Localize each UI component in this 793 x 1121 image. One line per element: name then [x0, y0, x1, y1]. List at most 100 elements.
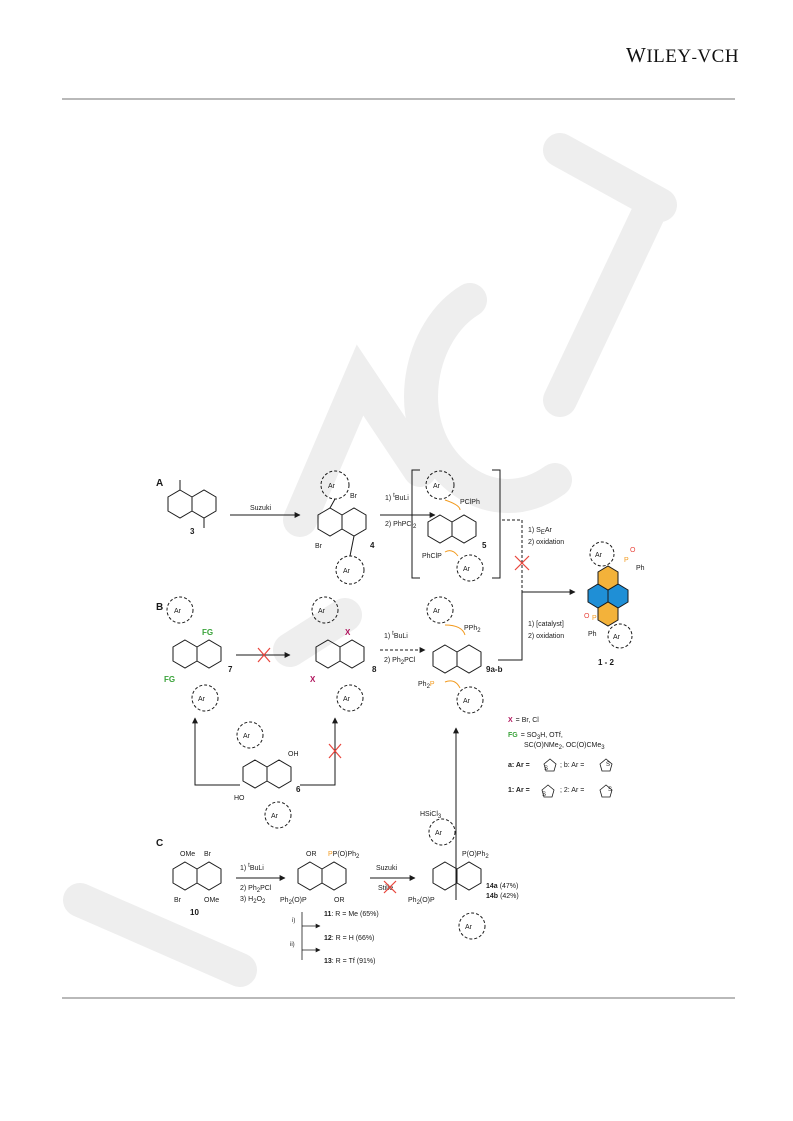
label-14b: 14b(42%) [486, 893, 519, 900]
legend-fg-2: SC(O)NMe2, OC(O)CMe3 [524, 742, 605, 751]
ar-9-top: Ar [433, 608, 441, 615]
compound-9-label: 9a-b [486, 665, 503, 674]
compound-3-structure [167, 480, 217, 528]
s-atom-2: S [608, 787, 612, 793]
se-ar-step2: 2) oxidation [528, 539, 564, 546]
ar-5-top: Ar [433, 483, 441, 490]
publisher-logo: WILEY-VCH [626, 43, 739, 68]
or-top: OR [306, 851, 317, 858]
compound-14-structure [428, 818, 486, 940]
reagent-hsicl3: HSiCl3 [420, 811, 442, 820]
arrow-6-to-8 [300, 717, 338, 786]
bracket-left [411, 469, 420, 579]
r-13: 13: R = Tf (91%) [324, 958, 375, 965]
r-group-series: i) ii) 11: R = Me (65%) 12: R = H (66%) … [290, 911, 379, 965]
section-label-c: C [156, 838, 163, 849]
legend: X= Br, Cl FG= SO3H, OTf, SC(O)NMe2, OC(O… [508, 717, 613, 798]
compound-5-label: 5 [482, 541, 487, 550]
section-label-b: B [156, 602, 163, 613]
s-atom-a: S [544, 766, 548, 772]
reagent-c-step1: 1) tBuLi [240, 863, 264, 872]
ho-6: HO [234, 795, 245, 802]
compound-7-structure [166, 596, 222, 712]
o-product-top: O [630, 547, 636, 554]
compound-4-label: 4 [370, 541, 375, 550]
phclp-5: PhClP [422, 553, 442, 560]
ome-10-top: OMe [180, 851, 195, 858]
ar-7-bottom: Ar [198, 696, 206, 703]
label-14a: 14a(47%) [486, 883, 518, 890]
ar-product-bottom: Ar [613, 634, 621, 641]
thiophene-a-icon [543, 758, 557, 772]
reagent-c-step3: 3) H2O2 [240, 896, 266, 905]
product-label: 1 - 2 [598, 658, 615, 667]
pclph-5: PClPh [460, 499, 480, 506]
catalyst-step: 1) [catalyst] [528, 621, 564, 628]
compound-4-structure [317, 470, 367, 585]
compound-6-label: 6 [296, 785, 301, 794]
logo-vch: VCH [697, 46, 740, 67]
logo-w: W [626, 43, 647, 67]
fg-7-bottom: FG [164, 675, 175, 684]
compound-7-label: 7 [228, 665, 233, 674]
br-4-bottom: Br [315, 543, 323, 550]
ome-10-bottom: OMe [204, 897, 219, 904]
o-product-bottom: O [584, 613, 590, 620]
pooph2-top: PP(O)Ph2 [328, 851, 360, 860]
red-cross-b2 [328, 743, 342, 759]
ar-8-top: Ar [318, 608, 326, 615]
ar-14-top: Ar [435, 830, 443, 837]
p-product-top: P [624, 557, 629, 564]
thiophene-2-icon [599, 784, 613, 798]
footer-rule [62, 997, 735, 999]
ph2op-14: Ph2(O)P [408, 897, 435, 906]
x-8-bottom: X [310, 675, 316, 684]
ar-6-bottom: Ar [271, 813, 279, 820]
header-rule [62, 98, 735, 100]
step-i: i) [292, 918, 295, 924]
compound-9-structure [426, 596, 484, 714]
reagent-b-step1: 1) tBuLi [384, 631, 408, 640]
legend-a: a: Ar = [508, 762, 530, 769]
pooph2-14: P(O)Ph2 [462, 851, 489, 860]
reaction-scheme: A 3 Suzuki Ar Br Br Ar 4 1) tBuLi 2) PhP… [156, 469, 645, 965]
br-10-bottom: Br [174, 897, 182, 904]
dashed-arrow-se-ar [502, 519, 523, 592]
reagent-suzuki-c: Suzuki [376, 865, 397, 872]
s-atom-b: S [606, 762, 610, 768]
fg-7-top: FG [202, 628, 213, 637]
compound-11-13-structure [297, 861, 347, 891]
p-product-bottom: P [592, 615, 597, 622]
arrow-6-to-7 [192, 717, 240, 786]
x-8-top: X [345, 628, 351, 637]
r-11: 11: R = Me (65%) [324, 911, 379, 918]
oxidation-step-b: 2) oxidation [528, 633, 564, 640]
compound-3-label: 3 [190, 527, 195, 536]
compound-8-label: 8 [372, 665, 377, 674]
oh-6: OH [288, 751, 299, 758]
pph2-9: PPh2 [464, 625, 481, 634]
ar-product-top: Ar [595, 552, 603, 559]
ph2p-9: Ph2P [418, 681, 435, 690]
legend-fg-1: FG= SO3H, OTf, [508, 732, 563, 741]
ar-4-bottom: Ar [343, 568, 351, 575]
thiophene-b-icon [599, 758, 613, 772]
compound-5-structure [425, 470, 484, 582]
reagent-stille-c: Stille [378, 885, 393, 892]
compound-6-structure [236, 721, 292, 829]
r-12: 12: R = H (66%) [324, 935, 374, 942]
compound-10-structure [172, 861, 222, 891]
compound-10-label: 10 [190, 908, 199, 917]
red-cross-b1 [257, 647, 271, 663]
red-cross-c [383, 880, 397, 894]
ar-7-top-label: Ar [174, 608, 182, 615]
ph-product-bottom: Ph [588, 631, 597, 638]
legend-2: ; 2: Ar = [560, 787, 584, 794]
reagent-b-step2: 2) Ph2PCl [384, 657, 416, 666]
ph2op-bottom: Ph2(O)P [280, 897, 307, 906]
ar-5-bottom: Ar [463, 566, 471, 573]
reagent-a-step2: 2) PhPCl2 [385, 521, 417, 530]
arrow-9-up [498, 592, 523, 661]
ar-9-bottom: Ar [463, 698, 471, 705]
ar-14-bottom: Ar [465, 924, 473, 931]
